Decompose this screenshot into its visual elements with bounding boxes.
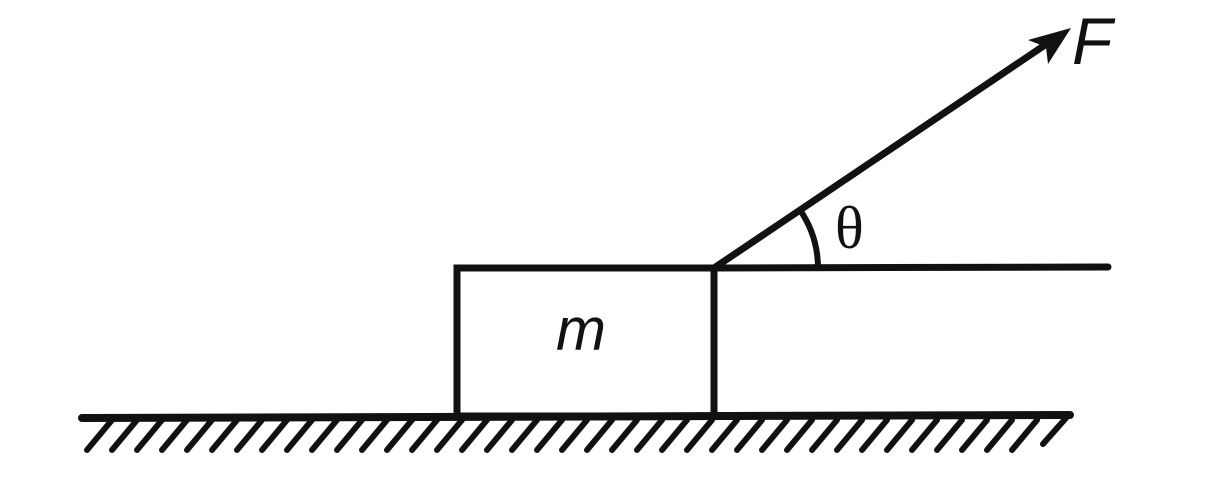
angle-label: θ xyxy=(835,195,864,261)
ground-surface xyxy=(78,411,1074,453)
force-label: F xyxy=(1072,4,1113,78)
horizontal-reference-line xyxy=(710,263,1112,272)
force-arrow xyxy=(710,28,1071,272)
angle-arc xyxy=(797,208,821,269)
mass-label: m xyxy=(556,296,606,363)
arrowhead-icon xyxy=(1028,28,1071,64)
ground-hatching xyxy=(84,415,1069,453)
block-mass xyxy=(453,264,718,420)
